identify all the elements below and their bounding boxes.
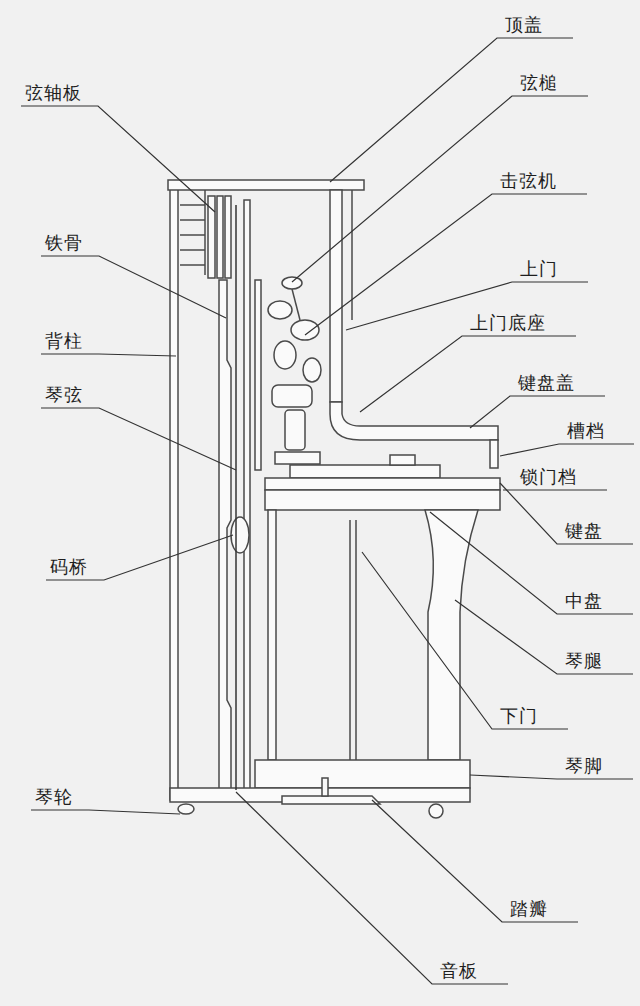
- part-label: 槽档: [567, 420, 605, 442]
- part-label: 音板: [440, 960, 478, 982]
- part-label: 铁骨: [45, 232, 83, 254]
- part-label: 顶盖: [505, 14, 543, 36]
- key: [290, 465, 440, 478]
- soundboard: [244, 200, 250, 792]
- leader-line: [500, 444, 634, 456]
- back-post: [170, 188, 178, 800]
- key-bed: [265, 490, 500, 510]
- action-part: [275, 452, 320, 464]
- part-label: 琴腿: [565, 650, 603, 672]
- leader-line: [41, 408, 236, 470]
- leader-line: [346, 282, 588, 330]
- lower-door: [268, 510, 276, 760]
- action-part: [272, 385, 312, 407]
- part-label: 琴轮: [35, 786, 73, 808]
- rib: [180, 204, 205, 206]
- part-label: 码桥: [50, 556, 88, 578]
- action-part: [285, 410, 305, 450]
- leader-line: [305, 194, 587, 335]
- part-label: 键盘盖: [518, 372, 575, 394]
- upper-door: [330, 190, 342, 402]
- rib: [180, 219, 205, 221]
- leader-line: [21, 106, 215, 212]
- pin-block: [217, 196, 223, 278]
- rib: [180, 264, 205, 266]
- leader-line: [292, 96, 588, 282]
- leader-line: [41, 354, 176, 356]
- action-part: [303, 358, 321, 382]
- leader-line: [372, 800, 578, 922]
- leader-line: [430, 512, 633, 614]
- leader-line: [41, 256, 226, 318]
- rib: [180, 249, 205, 251]
- foot: [255, 760, 470, 788]
- part-label: 琴弦: [45, 384, 83, 406]
- keyboard: [265, 478, 500, 490]
- rib: [180, 234, 205, 236]
- part-label: 背柱: [45, 330, 83, 352]
- leader-line: [31, 810, 180, 814]
- string: [235, 205, 237, 790]
- leader-line: [500, 483, 633, 544]
- part-label: 锁门档: [520, 466, 577, 488]
- upper-door-base: [330, 402, 498, 440]
- part-label: 踏瓣: [510, 898, 548, 920]
- iron-frame: [219, 280, 231, 790]
- pedal: [282, 796, 380, 804]
- leader-line: [236, 792, 508, 984]
- leader-line: [455, 600, 633, 674]
- action-part: [291, 320, 319, 340]
- leader-line: [503, 489, 607, 490]
- top-lid: [168, 180, 364, 190]
- caster: [429, 804, 443, 818]
- caster: [178, 804, 194, 814]
- part-label: 中盘: [565, 590, 603, 612]
- action-part: [274, 341, 296, 369]
- action-part: [268, 301, 292, 319]
- part-label: 键盘: [565, 520, 603, 542]
- pin-block: [225, 196, 231, 278]
- leg: [425, 510, 478, 760]
- part-label: 击弦机: [500, 170, 557, 192]
- leader-line: [360, 336, 576, 412]
- action-rail: [255, 280, 261, 470]
- key-cover: [490, 440, 498, 468]
- pedal-rod: [355, 520, 357, 760]
- black-key: [390, 455, 415, 465]
- pedal-rod: [349, 520, 351, 760]
- part-label: 上门: [520, 258, 558, 280]
- hammer: [282, 277, 302, 289]
- part-label: 琴脚: [565, 755, 603, 777]
- pedal-post: [322, 778, 328, 796]
- leader-line: [470, 775, 633, 779]
- part-label: 弦轴板: [25, 82, 82, 104]
- part-label: 上门底座: [470, 312, 546, 334]
- part-label: 弦槌: [520, 72, 558, 94]
- hammer-shank: [292, 289, 300, 320]
- part-label: 下门: [500, 705, 538, 727]
- leader-line: [46, 535, 233, 580]
- leader-line: [330, 38, 573, 182]
- leader-line: [362, 552, 568, 729]
- bridge: [231, 517, 249, 553]
